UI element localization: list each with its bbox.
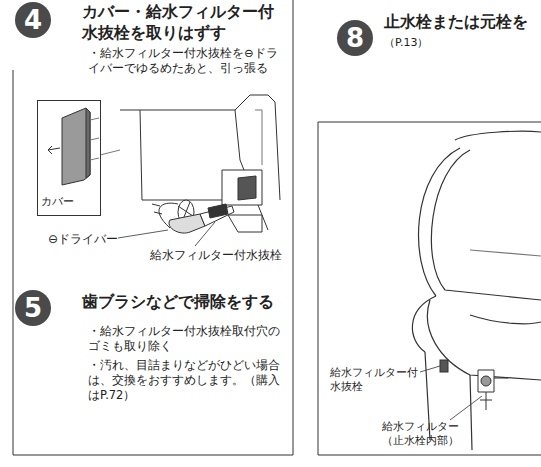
step-number-text: 4: [24, 5, 42, 35]
screwdriver-drawing: [152, 200, 234, 233]
inset-box: カバー: [37, 100, 101, 216]
part-label: 給水フィルター付水抜栓: [150, 248, 282, 264]
leader-line: [420, 366, 482, 420]
toilet-side-drawing: [100, 95, 280, 232]
instruction-text: ・給水フィルター付水抜栓を⊖ドライバーでゆるめたあと、引っ張る: [88, 46, 284, 76]
step-heading: 歯ブラシなどで掃除をする: [82, 292, 280, 313]
panel-frame: [13, 0, 293, 455]
step-number-text: 8: [346, 23, 364, 53]
step-heading: 止水栓または元栓を: [384, 12, 528, 33]
step-number: 8: [337, 20, 373, 56]
part-label: カバー: [41, 194, 74, 209]
step-heading: カバー・給水フィルター付水抜栓を取りはずす: [82, 2, 280, 44]
toilet-drawing: [412, 131, 541, 450]
step-number: 5: [15, 290, 51, 326]
instruction-text: ・汚れ、目詰まりなどがひどい場合は、交換をおすすめします。（購入はP.72）: [88, 358, 284, 403]
instruction-text: ・給水フィルター付水抜栓取付穴のゴミも取り除く: [88, 324, 284, 354]
panel-frame: [318, 122, 541, 455]
page-reference: （P.13）: [384, 36, 428, 50]
step-number: 4: [15, 2, 51, 38]
part-label: 給水フィルター付水抜栓: [330, 366, 422, 395]
cover-drawing: [48, 108, 99, 185]
step-number-text: 5: [24, 293, 42, 323]
leader-line: [118, 222, 215, 246]
part-label: 給水フィルター（止水栓内部）: [382, 420, 464, 449]
part-label: ⊖ドライバー: [48, 232, 118, 248]
